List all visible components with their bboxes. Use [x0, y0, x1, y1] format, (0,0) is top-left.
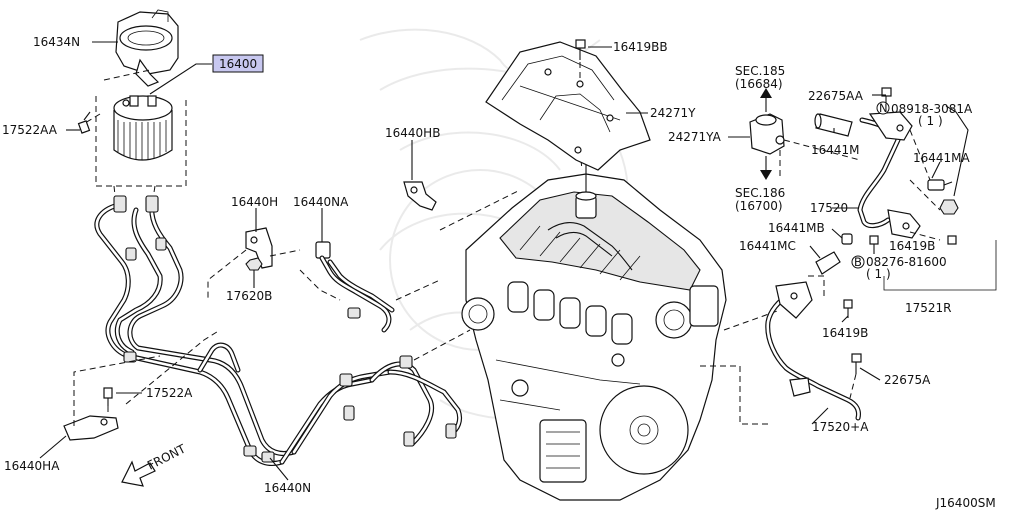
part-label-16440HB[interactable]: 16440HB	[385, 126, 440, 140]
part-label-08276-81600[interactable]: 08276-81600	[866, 255, 947, 269]
guide-line	[909, 129, 931, 181]
hose-16441M[interactable]	[814, 113, 853, 137]
bolt-16419BB[interactable]	[575, 39, 586, 60]
qty-08276-81600: ( 1 )	[866, 267, 891, 281]
part-label-16441MB[interactable]: 16441MB	[768, 221, 825, 235]
leader-lines	[39, 41, 969, 481]
nut-08918-3081A[interactable]	[939, 199, 959, 215]
part-label-24271YA[interactable]: 24271YA	[668, 130, 722, 144]
arrow-to-sec185	[760, 88, 772, 112]
part-label-16441M[interactable]: 16441M	[811, 143, 860, 157]
part-label-16441MA[interactable]: 16441MA	[913, 151, 971, 165]
note-marker-n-letter: N	[879, 101, 888, 115]
section-code-16684: (16684)	[735, 77, 783, 91]
note-marker-b	[851, 255, 865, 269]
guide-line	[73, 355, 161, 426]
note-marker-n	[876, 101, 890, 115]
guide-line	[151, 185, 156, 206]
bracket-17521R-bracket-line	[883, 240, 997, 291]
guide-line	[909, 179, 941, 211]
bolt-16419B-upper[interactable]	[869, 235, 879, 254]
part-label-16419B-upper[interactable]: 16419B	[889, 239, 935, 253]
part-label-16400[interactable]: 16400	[219, 57, 257, 71]
bolt-16419B-right[interactable]	[947, 235, 957, 245]
guide-line	[207, 249, 247, 300]
bolt-17522AA[interactable]	[77, 111, 91, 134]
engine-assembly	[461, 160, 727, 501]
qty-08918-3081A: ( 1 )	[918, 114, 943, 128]
guide-line	[79, 113, 101, 127]
part-label-22675A[interactable]: 22675A	[884, 373, 931, 387]
housing-24271YA[interactable]	[749, 113, 785, 155]
filter-bracket-16434N[interactable]	[115, 9, 179, 87]
fuel-hose-bundle[interactable]	[94, 195, 463, 466]
part-label-16440NA[interactable]: 16440NA	[293, 195, 349, 209]
part-label-08918-3081A[interactable]: 08918-3081A	[891, 102, 973, 116]
part-label-16440N[interactable]: 16440N	[264, 481, 311, 495]
guide-line	[103, 69, 151, 81]
nut-17620B[interactable]	[245, 257, 263, 271]
front-label: FRONT	[145, 441, 188, 472]
part-label-16440HA[interactable]: 16440HA	[4, 459, 60, 473]
part-label-16434N[interactable]: 16434N	[33, 35, 80, 49]
bolt-16419B-lower[interactable]	[843, 299, 853, 318]
fuel-filter-16400[interactable]	[113, 95, 173, 161]
part-labels: 16434N 16400 17522AA 16419BB 24271Y 1644…	[2, 35, 996, 510]
hose-16440NA[interactable]	[315, 241, 395, 333]
guide-line	[395, 279, 441, 301]
guide-line	[783, 139, 861, 161]
section-label-186[interactable]: SEC.186	[735, 186, 785, 200]
clip-16440H[interactable]	[245, 227, 273, 269]
bolt-22675A[interactable]	[851, 353, 862, 374]
part-label-17521R[interactable]: 17521R	[905, 301, 952, 315]
part-label-17522AA[interactable]: 17522AA	[2, 123, 58, 137]
bolt-17522A[interactable]	[103, 387, 113, 406]
guide-line	[125, 329, 221, 405]
section-label-185[interactable]: SEC.185	[735, 64, 785, 78]
guide-line	[849, 373, 857, 399]
bracket-16440HA[interactable]	[63, 415, 119, 441]
guide-line	[269, 249, 301, 257]
guide-line	[439, 189, 521, 231]
part-label-24271Y[interactable]: 24271Y	[650, 106, 696, 120]
part-label-17520A[interactable]: 17520+A	[812, 420, 869, 434]
guide-line	[413, 329, 471, 361]
part-label-17620B[interactable]: 17620B	[226, 289, 272, 303]
pipe-17520A[interactable]	[765, 281, 861, 421]
hose-16441MC[interactable]	[815, 251, 841, 275]
guide-line	[95, 96, 187, 187]
guide-line	[808, 275, 825, 300]
part-label-17522A[interactable]: 17522A	[146, 386, 193, 400]
part-label-17520[interactable]: 17520	[810, 201, 848, 215]
pipe-17520[interactable]	[857, 111, 921, 239]
arrow-to-sec186	[760, 156, 772, 180]
highlight-box-16400	[212, 54, 264, 73]
part-label-16440H[interactable]: 16440H	[231, 195, 278, 209]
plug-16441MB[interactable]	[841, 233, 853, 245]
clip-16440HB[interactable]	[403, 181, 437, 211]
diagram-code: J16400SM	[935, 496, 996, 510]
guide-line	[909, 231, 941, 241]
part-label-16441MC[interactable]: 16441MC	[739, 239, 796, 253]
part-label-22675AA[interactable]: 22675AA	[808, 89, 864, 103]
guide-line	[700, 365, 768, 425]
engine-cover-24271Y[interactable]	[485, 41, 651, 171]
note-marker-b-letter: B	[854, 255, 862, 269]
front-direction-arrow: FRONT	[121, 441, 188, 487]
section-code-16700: (16700)	[735, 199, 783, 213]
guide-line	[299, 269, 341, 301]
part-label-16419B-lower[interactable]: 16419B	[822, 326, 868, 340]
part-label-16419BB[interactable]: 16419BB	[613, 40, 668, 54]
connector-16441MA[interactable]	[927, 179, 953, 191]
